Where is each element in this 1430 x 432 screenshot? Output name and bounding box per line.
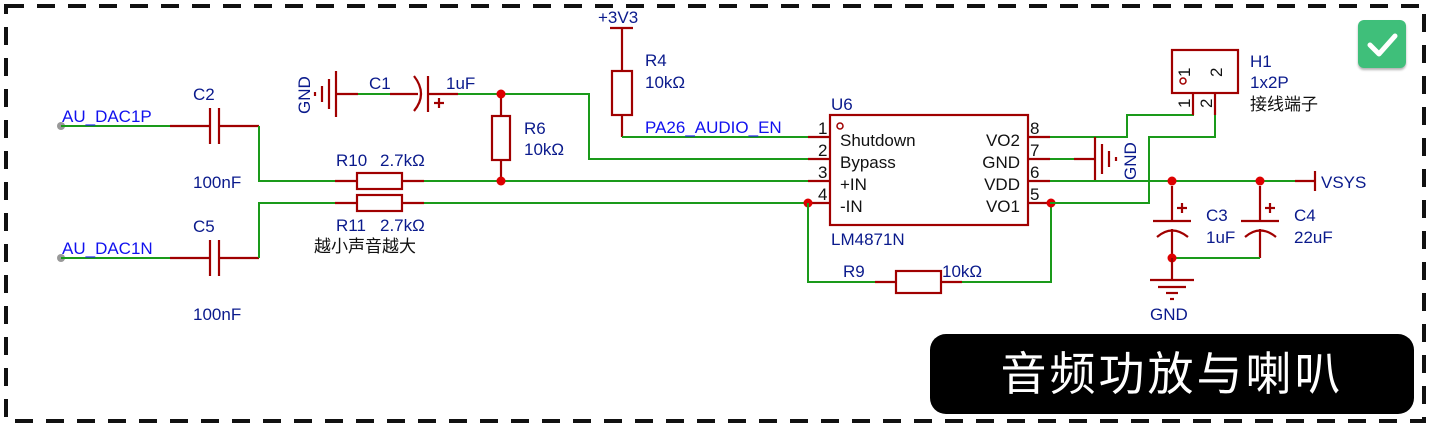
resistor-r4[interactable]: R4 10kΩ xyxy=(610,28,685,137)
wire xyxy=(1050,93,1194,138)
page-title: 音频功放与喇叭 xyxy=(1000,347,1344,401)
u6-pin-1-name: Shutdown xyxy=(840,131,916,150)
u6-pin-1-num: 1 xyxy=(818,119,827,138)
r4-ref: R4 xyxy=(645,51,667,70)
u6-pin-8-num: 8 xyxy=(1030,119,1039,138)
gnd-label-u6: GND xyxy=(1121,142,1140,180)
h1-note: 接线端子 xyxy=(1250,95,1318,114)
power-port-vsys[interactable]: VSYS xyxy=(1295,171,1366,192)
u6-pin-7-num: 7 xyxy=(1030,141,1039,160)
title-banner xyxy=(930,334,1414,414)
c5-ref: C5 xyxy=(193,217,215,236)
ic-u6-lm4871n[interactable]: U6 LM4871N 1 2 3 4 Shutdown Bypass +IN -… xyxy=(808,95,1050,249)
net-label-au-dac1n: AU_DAC1N xyxy=(62,239,153,258)
resistor-r11[interactable]: R11 2.7kΩ 越小声音越大 xyxy=(314,193,425,256)
u6-pin-7-name: GND xyxy=(982,153,1020,172)
c1-ref: C1 xyxy=(369,74,391,93)
r11-ref: R11 xyxy=(336,216,366,235)
r9-value: 10kΩ xyxy=(942,262,982,281)
power-label-vsys: VSYS xyxy=(1321,173,1366,192)
r11-note: 越小声音越大 xyxy=(314,237,416,256)
junction-dot xyxy=(1255,176,1265,186)
gnd-label-c3: GND xyxy=(1150,305,1188,324)
u6-pin-3-name: +IN xyxy=(840,175,867,194)
capacitor-c1[interactable]: C1 1uF xyxy=(369,74,475,112)
junction-dot xyxy=(1167,176,1177,186)
c3-value: 1uF xyxy=(1206,228,1235,247)
h1-pin-2-outer: 2 xyxy=(1197,99,1216,108)
wire xyxy=(258,126,335,182)
resistor-r10[interactable]: R10 2.7kΩ xyxy=(335,151,425,191)
h1-value: 1x2P xyxy=(1250,73,1289,92)
wire xyxy=(1050,115,1216,204)
gnd-label-c1: GND xyxy=(295,76,314,114)
net-label-au-dac1p: AU_DAC1P xyxy=(62,107,152,126)
capacitor-c5[interactable]: C5 100nF xyxy=(170,217,259,324)
u6-pin-6-name: VDD xyxy=(984,175,1020,194)
check-icon xyxy=(1367,33,1398,57)
wire xyxy=(458,93,815,160)
wire xyxy=(258,202,335,258)
u6-pin-2-num: 2 xyxy=(818,141,827,160)
u6-pin-4-num: 4 xyxy=(818,185,827,204)
c2-ref: C2 xyxy=(193,85,215,104)
u6-pin-2-name: Bypass xyxy=(840,153,896,172)
ground-symbol-c3: GND xyxy=(1150,258,1194,324)
power-port-3v3[interactable]: +3V3 xyxy=(598,8,638,30)
capacitor-c4[interactable]: C4 22uF xyxy=(1241,186,1333,258)
ground-symbol-u6: GND xyxy=(1074,137,1140,181)
ground-symbol-c1: GND xyxy=(295,71,358,117)
sheet-border xyxy=(4,4,1426,423)
u6-value: LM4871N xyxy=(831,230,905,249)
net-au-dac1p[interactable]: AU_DAC1P xyxy=(57,107,170,130)
net-label-pa26-audio-en: PA26_AUDIO_EN xyxy=(645,118,782,137)
r11-value: 2.7kΩ xyxy=(380,216,425,235)
u6-pin-3-num: 3 xyxy=(818,163,827,182)
h1-pin-1-inner: 1 xyxy=(1175,68,1194,77)
wire xyxy=(807,203,875,283)
capacitor-c3[interactable]: C3 1uF xyxy=(1153,186,1235,258)
capacitor-c2[interactable]: C2 100nF xyxy=(170,85,259,192)
r6-ref: R6 xyxy=(524,119,546,138)
check-badge[interactable] xyxy=(1358,20,1406,68)
r6-value: 10kΩ xyxy=(524,140,564,159)
r4-value: 10kΩ xyxy=(645,73,685,92)
u6-pin-4-name: -IN xyxy=(840,197,863,216)
resistor-r9[interactable]: R9 10kΩ xyxy=(843,262,982,295)
c3-ref: C3 xyxy=(1206,206,1228,225)
junction-dot xyxy=(496,176,506,186)
h1-pin-1-outer: 1 xyxy=(1175,99,1194,108)
u6-pin-5-num: 5 xyxy=(1030,185,1039,204)
c4-ref: C4 xyxy=(1294,206,1316,225)
power-label-3v3: +3V3 xyxy=(598,8,638,27)
resistor-r6[interactable]: R6 10kΩ xyxy=(490,94,564,181)
r10-ref: R10 xyxy=(336,151,367,170)
r9-ref: R9 xyxy=(843,262,865,281)
h1-pin-2-inner: 2 xyxy=(1207,68,1226,77)
u6-pin-5-name: VO1 xyxy=(986,197,1020,216)
u6-ref: U6 xyxy=(831,95,853,114)
c2-value: 100nF xyxy=(193,173,241,192)
u6-pin-8-name: VO2 xyxy=(986,131,1020,150)
c4-value: 22uF xyxy=(1294,228,1333,247)
u6-pin-6-num: 6 xyxy=(1030,163,1039,182)
c5-value: 100nF xyxy=(193,305,241,324)
wire xyxy=(962,203,1052,283)
junction-dot xyxy=(496,89,506,99)
h1-ref: H1 xyxy=(1250,52,1272,71)
c1-value: 1uF xyxy=(446,74,475,93)
net-au-dac1n[interactable]: AU_DAC1N xyxy=(57,239,170,262)
connector-h1[interactable]: 1 2 1 2 H1 1x2P 接线端子 xyxy=(1170,48,1318,115)
r10-value: 2.7kΩ xyxy=(380,151,425,170)
